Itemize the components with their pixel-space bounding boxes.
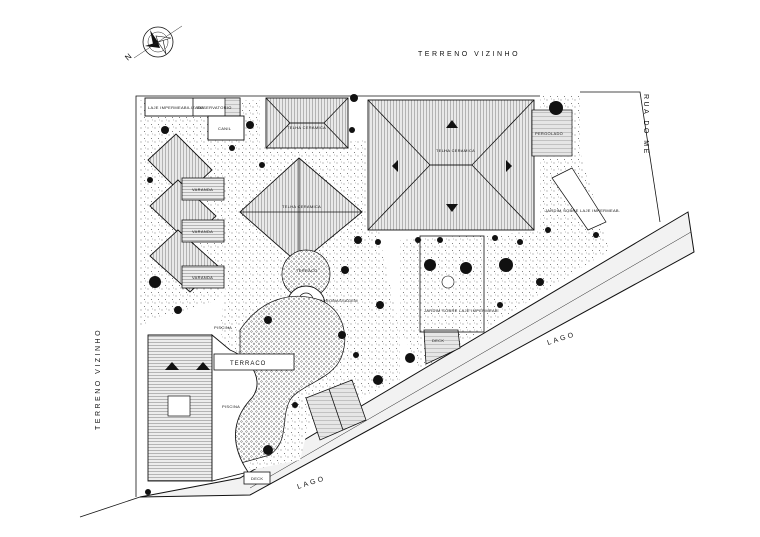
deck-bottom: DECK [243,471,271,485]
label-terraco-top: TERRACO [296,268,318,273]
lake-shore [139,211,695,498]
label-terraco-pool: TERRACO [230,361,266,367]
garden-right-strip: JARDIM SOBRE LAJE IMPERMEAB. [545,167,620,231]
label-jardim-right: JARDIM SOBRE LAJE IMPERMEAB. [545,208,620,213]
label-telha-2: TELHA CERAMICA [282,204,321,209]
label-left-neighbor: TERRENO VIZINHO [95,328,102,430]
label-piscina-1: PISCINA [214,325,232,330]
deck-right: DECK [423,329,461,365]
label-hidromassagem: HIDROMASSAGEM [318,298,358,303]
compass-north-label: N [123,52,133,63]
label-deck-right: DECK [432,338,444,343]
label-jardim: JARDIM SOBRE LAJE IMPERMEAB. [424,308,499,313]
pergolado: PERGOLADO [531,109,573,157]
pergola-bottom [305,379,367,441]
label-deck-bottom: DECK [251,476,263,481]
label-street: RUA DO ME [642,94,649,156]
compass-icon: N [123,25,183,63]
label-varanda-3: VARANDA [192,275,213,280]
label-lake-bottom: LAGO [296,475,326,491]
label-laje: LAJE IMPERMEABILIZADA [148,105,204,110]
garden-court: JARDIM SOBRE LAJE IMPERMEAB. [419,235,499,333]
label-telha-1: TELHA CERAMICA [287,125,326,130]
label-canil: CANIL [218,126,232,131]
roof-main: TELHA CERAMICA [367,99,535,231]
pool-area: PISCINA TERRACO PISCINA [147,325,295,482]
label-pergolado: PERGOLADO [535,131,563,136]
vegetation [145,94,599,495]
service-block: LAJE IMPERMEABILIZADA RESERVATORIO CANIL [144,97,245,141]
label-top-neighbor: TERRENO VIZINHO [418,51,520,58]
site-boundary [79,91,661,518]
label-varanda-2: VARANDA [192,229,213,234]
label-piscina-2: PISCINA [222,404,240,409]
label-reservatorio: RESERVATORIO [197,105,232,110]
label-varanda-1: VARANDA [192,187,213,192]
veranda-roofs: VARANDA VARANDA VARANDA [147,133,225,293]
roof-small: TELHA CERAMICA [265,97,349,149]
label-lake-right: LAGO [546,331,576,347]
label-telha-3: TELHA CERAMICA [436,148,475,153]
